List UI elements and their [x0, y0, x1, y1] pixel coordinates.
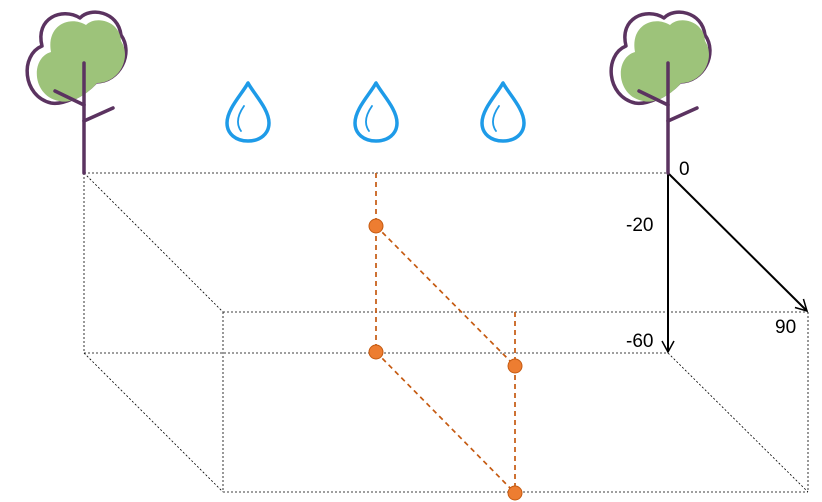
soil-box — [83, 172, 809, 493]
axes — [661, 172, 809, 354]
box-edge — [83, 172, 224, 313]
origin-label: 0 — [679, 159, 690, 180]
water-drop-icon — [225, 81, 271, 143]
depth-bottom-label: -60 — [626, 331, 653, 352]
distance-axis-arrow — [667, 172, 809, 313]
tree-icon — [25, 10, 128, 175]
box-edge — [83, 352, 224, 493]
sample-diagonal-line — [375, 225, 516, 367]
sample-point — [368, 344, 384, 360]
tree-icon — [609, 10, 712, 175]
water-drop-icon — [480, 81, 526, 143]
sample-point — [507, 358, 523, 374]
box-edge — [667, 352, 809, 493]
sample-point — [507, 485, 523, 501]
sample-diagonal-line — [375, 351, 516, 494]
distance-end-label: 90 — [775, 317, 796, 338]
sampling-lines — [375, 173, 516, 494]
sample-point — [368, 218, 384, 234]
sample-points — [368, 218, 523, 501]
depth-mid-label: -20 — [626, 215, 653, 236]
water-drop-icon — [353, 81, 399, 143]
